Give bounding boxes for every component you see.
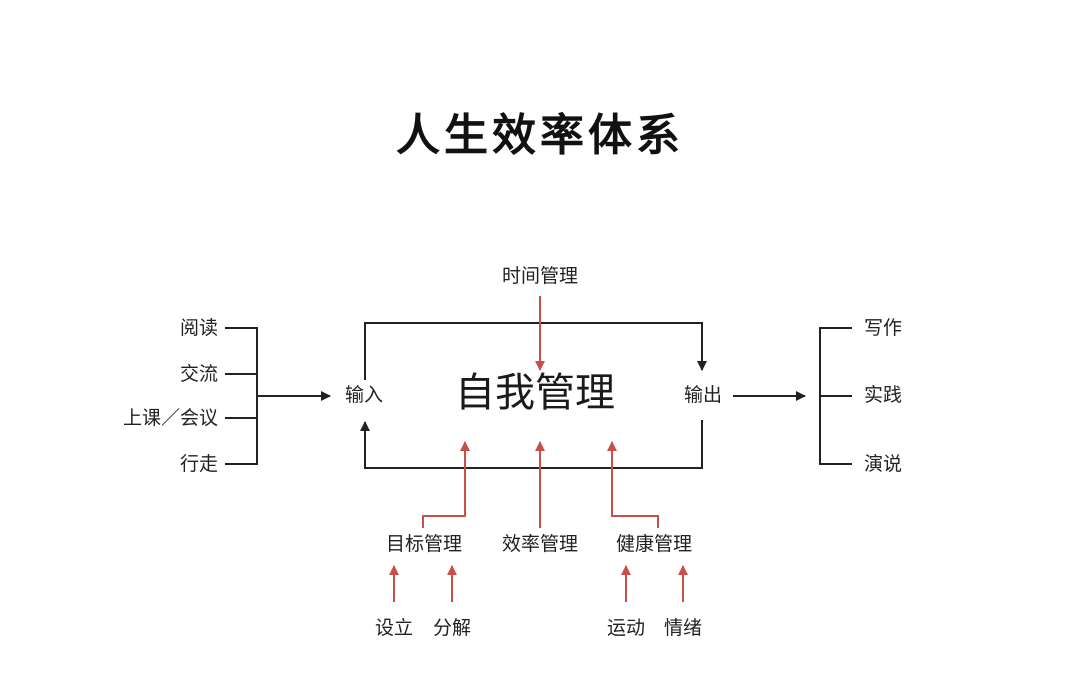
set-goal-label: 设立 [374,617,413,639]
output-target-writing: 写作 [864,317,903,339]
health-management-arrow [607,441,659,528]
output-target-practice: 实践 [864,384,903,406]
output-target-speech: 演说 [864,453,903,475]
input-label: 输入 [345,384,384,406]
goal-management-label: 目标管理 [385,533,462,555]
self-management-label: 自我管理 [455,370,615,416]
efficiency-management-label: 效率管理 [501,533,578,555]
page-title: 人生效率体系 [396,110,684,161]
time-management-label: 时间管理 [501,265,578,287]
input-source-walking: 行走 [179,453,218,475]
goal-management-arrow [422,441,470,528]
top-loop-arrow [364,322,707,380]
exercise-label: 运动 [606,617,645,639]
decompose-label: 分解 [432,617,471,639]
input-source-exchange: 交流 [179,363,218,385]
input-source-class-meeting: 上课／会议 [122,407,218,429]
output-label: 输出 [684,384,723,406]
emotion-label: 情绪 [663,617,702,639]
bottom-loop-arrow [360,420,703,469]
output-bracket [819,327,852,465]
input-bracket [225,327,258,465]
input-source-reading: 阅读 [179,317,218,339]
health-management-label: 健康管理 [615,533,692,555]
